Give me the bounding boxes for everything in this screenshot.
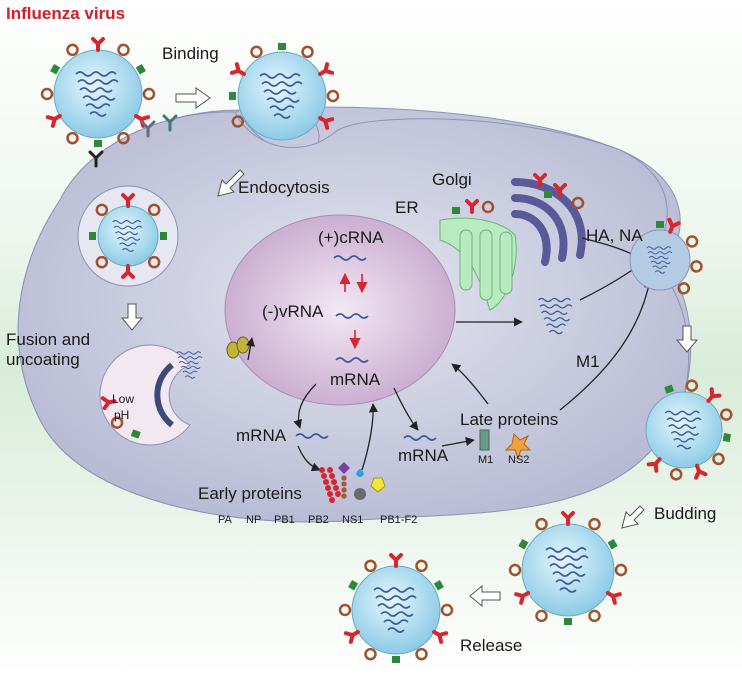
replication-arrows: [339, 272, 368, 350]
label-mrna-nucleus: mRNA: [330, 370, 381, 389]
early-protein-pb2: PB2: [308, 514, 329, 526]
label-ph: pH: [114, 408, 130, 422]
endoplasmic-reticulum: [439, 217, 517, 311]
step-arrows: [120, 87, 699, 608]
early-protein-pb1: PB1: [274, 514, 295, 526]
label-m1-protein: M1: [478, 454, 494, 466]
virion-free: [40, 37, 156, 147]
nuclear-pore: [226, 336, 250, 359]
early-protein-pa: PA: [218, 514, 232, 526]
figure-title: Influenza virus: [6, 4, 126, 23]
label-endocytosis: Endocytosis: [238, 178, 330, 197]
early-proteins: [319, 462, 386, 503]
label-golgi: Golgi: [432, 170, 472, 189]
label-mrna-early: mRNA: [236, 426, 287, 445]
late-proteins: [479, 429, 532, 460]
endosome-virion: [77, 185, 179, 287]
virion-released: [338, 553, 454, 663]
label-mrna-late: mRNA: [398, 446, 449, 465]
virion-budding-out: [508, 511, 628, 625]
early-protein-ns1: NS1: [342, 514, 364, 526]
label-m1: M1: [576, 352, 600, 371]
virion-budding: [629, 217, 704, 297]
label-early-proteins: Early proteins: [198, 484, 302, 503]
label-er: ER: [395, 198, 419, 217]
nucleus-rna: [295, 255, 437, 441]
golgi-apparatus: [511, 178, 586, 266]
sialic-acid-receptors: [88, 114, 178, 168]
fusion-vesicle: [99, 344, 203, 446]
label-fusion-2: uncoating: [6, 350, 80, 369]
label-crna: (+)cRNA: [318, 228, 384, 247]
label-budding: Budding: [654, 504, 717, 523]
label-ha-na: HA, NA: [586, 226, 643, 245]
label-fusion-1: Fusion and: [6, 330, 91, 349]
nucleus: [224, 214, 456, 406]
early-protein-pb1-f2: PB1-F2: [380, 514, 418, 526]
label-binding: Binding: [162, 44, 219, 63]
label-late-proteins: Late proteins: [460, 410, 559, 429]
label-low: Low: [112, 392, 135, 406]
label-vrna: (-)vRNA: [262, 302, 324, 321]
label-release: Release: [460, 636, 523, 655]
early-protein-np: NP: [246, 514, 262, 526]
virion-binding: [229, 43, 340, 141]
label-ns2: NS2: [508, 454, 530, 466]
virion-budding-2: [645, 378, 734, 482]
